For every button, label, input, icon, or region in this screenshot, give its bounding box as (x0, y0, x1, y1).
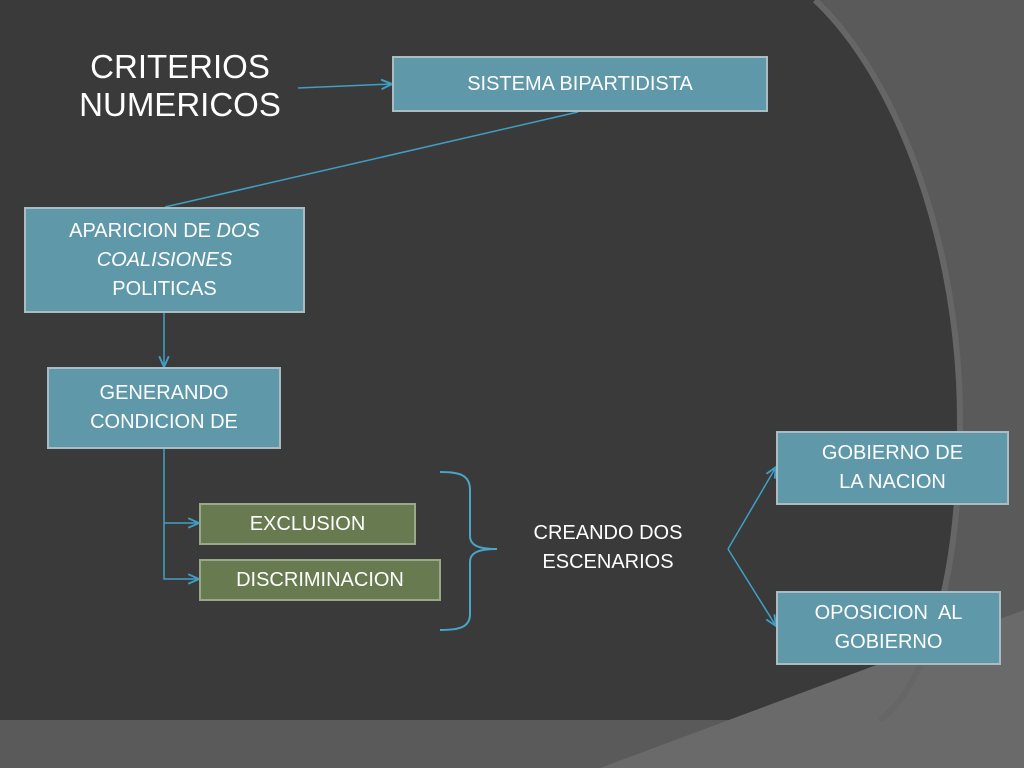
node-generando-line-2: CONDICION DE (90, 411, 238, 433)
label-creando-escenarios: CREANDO DOS ESCENARIOS (500, 519, 716, 577)
title-line-2: NUMERICOS (79, 86, 281, 123)
node-aparicion: APARICION DE DOS COALISIONES POLITICAS (24, 207, 305, 313)
node-oposicion-line-2: GOBIERNO (834, 631, 943, 653)
node-aparicion-prefix: APARICION DE (69, 219, 217, 242)
diagram-title: CRITERIOS NUMERICOS (60, 48, 300, 124)
node-gobierno-line-1: GOBIERNO DE (821, 442, 964, 464)
node-sistema-bipartidista: SISTEMA BIPARTIDISTA (392, 56, 768, 112)
node-generando-text: GENERANDO CONDICION DE (90, 379, 238, 437)
node-discriminacion: DISCRIMINACION (199, 559, 441, 601)
node-gobierno-line-2: LA NACION (839, 471, 946, 493)
node-aparicion-emph-coalisiones: COALISIONES (96, 248, 233, 271)
node-oposicion-line-1: OPOSICION AL (814, 602, 963, 624)
title-line-1: CRITERIOS (90, 48, 270, 85)
label-creando-line-1: CREANDO DOS (533, 522, 683, 544)
node-aparicion-emph-dos: DOS (216, 219, 260, 242)
node-gobierno-nacion: GOBIERNO DE LA NACION (776, 431, 1009, 505)
node-oposicion-gobierno: OPOSICION AL GOBIERNO (776, 591, 1001, 665)
label-creando-line-2: ESCENARIOS (542, 551, 674, 573)
node-sistema-label: SISTEMA BIPARTIDISTA (467, 72, 693, 95)
node-exclusion: EXCLUSION (199, 503, 416, 545)
node-aparicion-suffix: POLITICAS (112, 277, 217, 300)
node-aparicion-text: APARICION DE DOS COALISIONES POLITICAS (69, 217, 260, 304)
node-oposicion-text: OPOSICION AL GOBIERNO (815, 599, 963, 657)
node-gobierno-text: GOBIERNO DE LA NACION (822, 439, 963, 497)
node-discriminacion-label: DISCRIMINACION (236, 568, 404, 591)
node-exclusion-label: EXCLUSION (249, 512, 366, 535)
node-generando: GENERANDO CONDICION DE (47, 367, 281, 449)
node-generando-line-1: GENERANDO (99, 382, 229, 404)
